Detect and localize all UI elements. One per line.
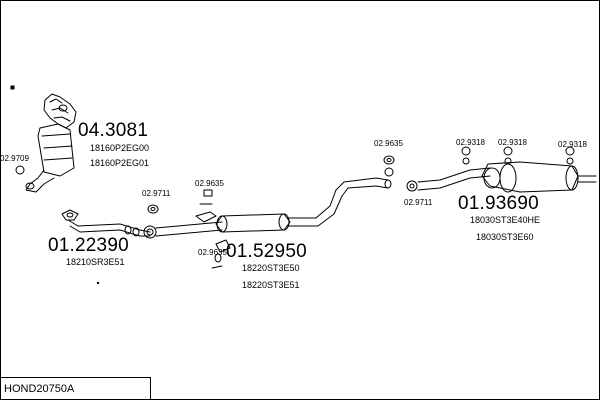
front-pipe-part-number: 01.22390 [48,235,129,256]
hanger-29635-b[interactable] [211,239,231,269]
fitting-29318-c-label: 02.9318 [558,140,587,149]
gasket-29711-b[interactable] [406,180,418,192]
diagram-title: HOND20750A [4,383,75,395]
center-silencer-code-1: 18220ST3E50 [242,263,300,273]
stray-dot [96,281,100,285]
hanger-29318-b[interactable] [503,146,513,165]
title-box: HOND20750A [0,377,151,399]
center-silencer-code-2: 18220ST3E51 [242,280,300,290]
fitting-29318-b-label: 02.9318 [498,138,527,147]
center-silencer-part[interactable] [155,177,392,237]
rear-silencer-code-1: 18030ST3E40HE [470,215,541,225]
hanger-29318-c[interactable] [565,146,575,165]
gasket-29711-a[interactable] [143,204,159,239]
hanger-29635-a[interactable] [195,189,217,223]
catalyst-code-2: 18160P2EG01 [90,158,150,168]
rear-silencer-part[interactable] [417,161,597,193]
center-silencer-part-number: 01.52950 [226,241,307,262]
fitting-29635-a-label: 02.9635 [195,179,224,188]
front-pipe-part[interactable] [61,209,151,237]
hanger-29318-a[interactable] [461,146,471,165]
rear-silencer-part-number: 01.93690 [458,193,539,214]
catalyst-code-1: 18160P2EG00 [90,143,150,153]
fitting-29711-a-label: 02.9711 [142,189,171,198]
fitting-29711-b-label: 02.9711 [404,198,433,207]
fitting-29635-c-label: 02.9635 [374,139,403,148]
front-pipe-code-1: 18210SR3E51 [66,257,125,267]
marker-square [10,85,15,90]
fitting-29318-a-label: 02.9318 [456,138,485,147]
fitting-29709-label: 02.9709 [0,154,29,163]
rear-silencer-code-2: 18030ST3E60 [476,232,534,242]
fitting-29635-b-label: 02.9635 [198,248,227,257]
catalyst-part[interactable] [15,93,77,193]
hanger-29635-c[interactable] [383,155,395,177]
catalyst-part-number: 04.3081 [78,120,149,141]
